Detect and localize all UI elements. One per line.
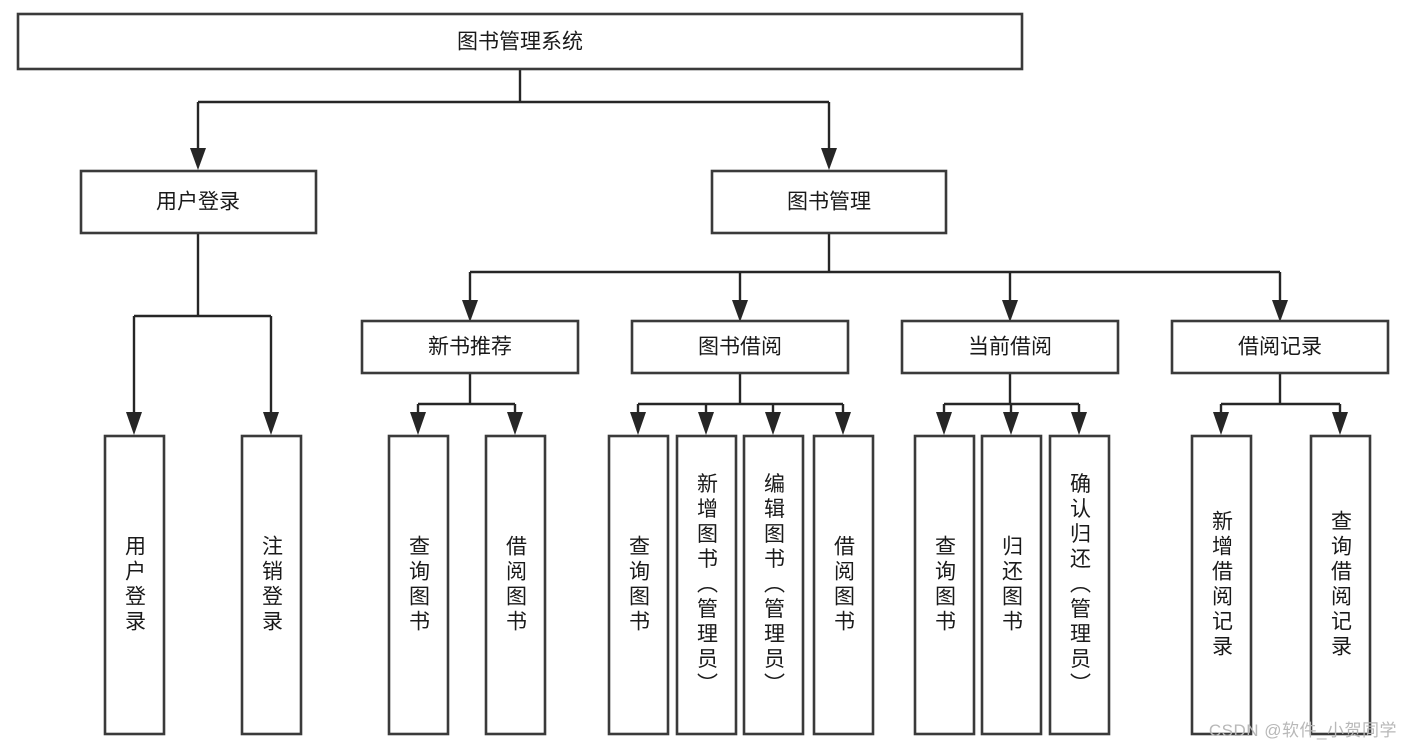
arrow-leaf-user-login [126,412,142,435]
node-leaf-borrow-book-2-label: 借阅图书 [832,535,856,635]
arrow-to-book-manage [821,148,837,170]
node-leaf-query-book-3[interactable]: 查询图书 [913,434,976,736]
node-user-login-box[interactable] [79,169,318,235]
node-leaf-edit-book-label: 编辑图书（管理员） [762,473,786,698]
node-leaf-user-logout-box[interactable] [240,434,303,736]
node-leaf-confirm-return[interactable]: 确认归还（管理员） [1048,434,1111,736]
arrow-leaf-query-record [1332,412,1348,435]
node-leaf-query-book-2-box[interactable] [607,434,670,736]
arrow-leaf-user-logout [263,412,279,435]
arrow-leaf-borrow-book-2 [835,412,851,435]
node-leaf-edit-book[interactable]: 编辑图书（管理员） [742,434,805,736]
arrow-to-borrow-record [1272,300,1288,322]
node-leaf-query-record-label: 查询借阅记录 [1329,510,1353,660]
node-leaf-query-book-1-box[interactable] [387,434,450,736]
node-leaf-add-book-box[interactable] [675,434,738,736]
node-current-borrow[interactable]: 当前借阅 [900,319,1120,375]
arrow-to-new-book-recommend [462,300,478,322]
node-leaf-return-book[interactable]: 归还图书 [980,434,1043,736]
node-leaf-confirm-return-box[interactable] [1048,434,1111,736]
node-borrow-record-box[interactable] [1170,319,1390,375]
node-leaf-query-book-3-label: 查询图书 [933,535,957,635]
arrow-leaf-return-book [1003,412,1019,435]
node-leaf-confirm-return-label: 确认归还（管理员） [1068,473,1092,698]
node-leaf-edit-book-box[interactable] [742,434,805,736]
node-leaf-query-record-box[interactable] [1309,434,1372,736]
node-leaf-user-logout-label: 注销登录 [260,535,284,635]
node-leaf-return-book-label: 归还图书 [1000,535,1024,635]
arrow-leaf-confirm-return [1071,412,1087,435]
node-leaf-borrow-book-1-label: 借阅图书 [504,535,528,635]
arrow-leaf-query-book-1 [410,412,426,435]
node-borrow-record[interactable]: 借阅记录 [1170,319,1390,375]
arrow-leaf-edit-book [765,412,781,435]
node-leaf-user-logout[interactable]: 注销登录 [240,434,303,736]
arrow-to-user-login [190,148,206,170]
arrow-leaf-borrow-book-1 [507,412,523,435]
node-leaf-add-record[interactable]: 新增借阅记录 [1190,434,1253,736]
arrow-leaf-query-book-3 [936,412,952,435]
node-leaf-query-book-2-label: 查询图书 [627,535,651,635]
arrow-to-book-borrow [732,300,748,322]
arrow-leaf-query-book-2 [630,412,646,435]
node-leaf-return-book-box[interactable] [980,434,1043,736]
connector-layer [126,69,1348,435]
node-book-borrow-box[interactable] [630,319,850,375]
node-new-book-recommend-label: 新书推荐 [428,336,512,359]
arrow-to-current-borrow [1002,300,1018,322]
node-leaf-add-record-label: 新增借阅记录 [1210,510,1234,660]
node-root-box[interactable] [16,12,1024,71]
node-root-label: 图书管理系统 [457,31,583,54]
node-new-book-recommend[interactable]: 新书推荐 [360,319,580,375]
arrow-leaf-add-record [1213,412,1229,435]
node-leaf-user-login-label: 用户登录 [123,535,147,635]
node-current-borrow-box[interactable] [900,319,1120,375]
node-leaf-query-record[interactable]: 查询借阅记录 [1309,434,1372,736]
node-leaf-add-book[interactable]: 新增图书（管理员） [675,434,738,736]
arrow-leaf-add-book [698,412,714,435]
node-user-login[interactable]: 用户登录 [79,169,318,235]
node-root[interactable]: 图书管理系统 [16,12,1024,71]
node-leaf-user-login[interactable]: 用户登录 [103,434,166,736]
node-user-login-label: 用户登录 [156,191,240,214]
node-book-manage[interactable]: 图书管理 [710,169,948,235]
node-leaf-query-book-2[interactable]: 查询图书 [607,434,670,736]
node-leaf-query-book-1-label: 查询图书 [407,535,431,635]
node-current-borrow-label: 当前借阅 [968,336,1052,359]
node-leaf-query-book-1[interactable]: 查询图书 [387,434,450,736]
node-leaf-borrow-book-2[interactable]: 借阅图书 [812,434,875,736]
node-leaf-query-book-3-box[interactable] [913,434,976,736]
node-leaf-borrow-book-1[interactable]: 借阅图书 [484,434,547,736]
node-book-manage-label: 图书管理 [787,191,871,214]
node-leaf-add-record-box[interactable] [1190,434,1253,736]
node-borrow-record-label: 借阅记录 [1238,336,1322,359]
node-new-book-recommend-box[interactable] [360,319,580,375]
node-leaf-borrow-book-2-box[interactable] [812,434,875,736]
node-leaf-borrow-book-1-box[interactable] [484,434,547,736]
node-book-borrow-label: 图书借阅 [698,336,782,359]
node-book-manage-box[interactable] [710,169,948,235]
node-book-borrow[interactable]: 图书借阅 [630,319,850,375]
node-leaf-user-login-box[interactable] [103,434,166,736]
node-leaf-add-book-label: 新增图书（管理员） [695,473,719,698]
